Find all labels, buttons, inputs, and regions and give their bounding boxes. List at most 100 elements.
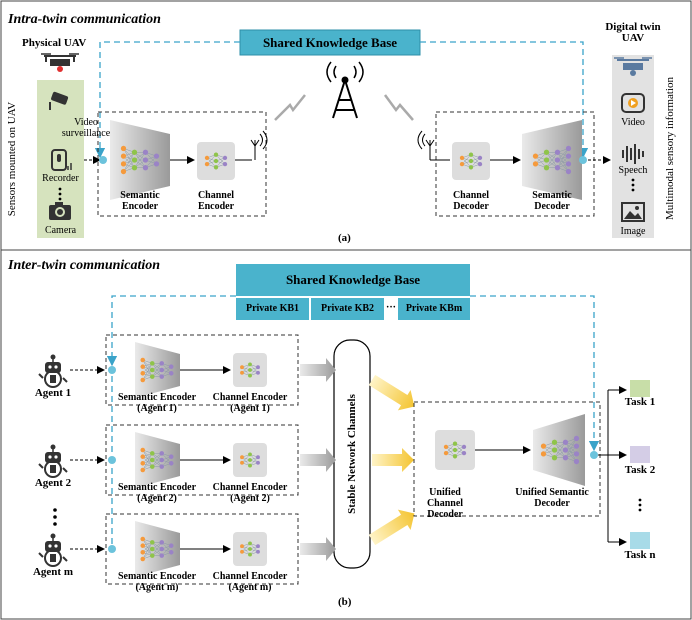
decoder-group-a: [435, 111, 595, 217]
agent-ellipsis-icon: [53, 508, 57, 526]
kb-merge-dot-right-b: [590, 451, 598, 459]
agent-semantic-encoder-net: [140, 357, 174, 383]
output-ellipsis-icon: [631, 178, 635, 192]
private-kb-1-label: Private KB1: [245, 303, 300, 314]
sensor-label-video: Video surveillance: [61, 117, 111, 139]
kb-link-right-b: [470, 295, 600, 452]
task-n-label: Task n: [624, 549, 656, 561]
task-2-label: Task 2: [624, 464, 656, 476]
output-label-image: Image: [620, 226, 646, 237]
agent-channel-encoder-net: [240, 541, 260, 557]
shared-kb-label-a: Shared Knowledge Base: [262, 35, 398, 50]
private-kb-1-box: [236, 298, 309, 320]
task-2-box: [630, 446, 650, 463]
agent-robot-icon: [38, 533, 68, 567]
kb-merge-dot-left-b: [108, 456, 116, 464]
sensor-ellipsis-icon: [58, 187, 62, 201]
agent-label-2: Agent 2: [34, 477, 72, 489]
private-kb-ellipsis: ···: [385, 302, 396, 313]
agent-channel-encoder-net: [240, 452, 260, 468]
encoder-group-a: [97, 111, 267, 217]
kb-merge-dot-left-a: [99, 156, 107, 164]
output-label-speech: Speech: [618, 165, 648, 176]
multimodal-label: Multimodal sensory information: [664, 77, 676, 220]
agent-semantic-encoder-net: [140, 447, 174, 473]
private-kb-m-box: [398, 298, 470, 320]
semantic-encoder-a-net: [120, 145, 160, 175]
agent-row-1: [38, 334, 299, 406]
kb-link-left-a: [94, 41, 240, 159]
sensor-label-camera: Camera: [44, 225, 77, 236]
agent-encoder-group: [105, 334, 299, 406]
agent-channel-encoder-label: Channel Encoder (Agent 2): [212, 482, 288, 504]
caption-b: (b): [338, 596, 352, 608]
agent-channel-encoder-net: [240, 362, 260, 378]
yellow-arrow-1: [368, 374, 415, 411]
physical-uav-icon: [41, 53, 79, 72]
sensor-label-recorder: Recorder: [42, 173, 79, 184]
gray-arrow-1: [300, 358, 336, 382]
sensors-mounted-label: Sensors mounted on UAV: [6, 101, 18, 217]
agent-encoder-group: [105, 424, 299, 496]
agent-channel-encoder-label: Channel Encoder (Agent m): [212, 571, 288, 593]
channel-encoder-a-net: [204, 152, 228, 170]
private-kb-2-label: Private KB2: [320, 303, 375, 314]
output-label-video: Video: [621, 117, 645, 128]
base-station-tower-icon: [326, 61, 364, 119]
semantic-encoder-label-a: Semantic Encoder: [120, 190, 160, 212]
agent-row-3: [38, 513, 299, 585]
video-output-icon: [621, 93, 645, 113]
part-b-title: Inter-twin communication: [8, 258, 161, 273]
agent-label-1: Agent 1: [34, 387, 72, 399]
agent-semantic-encoder-net: [140, 536, 174, 562]
wireless-link-left: [274, 94, 306, 121]
gray-arrow-2: [300, 448, 336, 472]
agent-robot-icon: [38, 444, 68, 478]
antenna-left-icon: [250, 130, 268, 160]
twin-panel: [612, 55, 654, 238]
kb-link-left-b: [106, 295, 236, 367]
digital-twin-uav-icon: [614, 57, 652, 76]
kb-merge-dot-right-a: [579, 156, 587, 164]
task-1-box: [630, 380, 650, 397]
task-fanout: [598, 386, 627, 546]
task-n-box: [630, 532, 650, 549]
agent-encoder-group: [105, 513, 299, 585]
antenna-right-icon: [417, 130, 435, 160]
agent-semantic-encoder-label: Semantic Encoder (Agent 1): [117, 392, 197, 414]
part-a-title: Intra-twin communication: [8, 12, 161, 27]
digital-twin-label: Digital twin UAV: [605, 21, 661, 44]
stable-network-channels-label: Stable Network Channels: [346, 394, 358, 514]
shared-kb-label-b: Shared Knowledge Base: [285, 272, 421, 287]
channel-encoder-label-a: Channel Encoder: [197, 190, 235, 212]
stable-network-channels-box: [333, 339, 371, 569]
channel-decoder-label-a: Channel Decoder: [452, 190, 490, 212]
task-ellipsis-icon: [638, 498, 642, 512]
channel-decoder-a-net: [459, 152, 483, 170]
kb-merge-dot-left-b: [108, 545, 116, 553]
video-surveillance-icon: [49, 91, 69, 110]
wireless-link-right: [383, 94, 414, 121]
agent-semantic-encoder-label: Semantic Encoder (Agent 2): [117, 482, 197, 504]
agent-row-2: [38, 424, 299, 496]
private-kb-m-label: Private KBm: [405, 303, 463, 314]
agent-robot-icon: [38, 354, 68, 388]
caption-a: (a): [338, 232, 351, 244]
unified-semantic-decoder-net: [540, 435, 580, 465]
agent-label-3: Agent m: [32, 566, 74, 578]
agent-semantic-encoder-label: Semantic Encoder (Agent m): [117, 571, 197, 593]
kb-merge-dot-left-b: [108, 366, 116, 374]
task-1-label: Task 1: [624, 396, 656, 408]
yellow-arrow-m: [368, 509, 415, 546]
yellow-arrow-2: [372, 448, 414, 472]
camera-icon: [49, 202, 71, 220]
kb-link-right-a: [420, 41, 589, 159]
private-kb-2-box: [311, 298, 384, 320]
gray-arrow-m: [300, 537, 336, 561]
unified-channel-decoder-net: [443, 441, 467, 459]
semantic-decoder-a-net: [532, 145, 572, 175]
shared-kb-box-b: [236, 264, 470, 296]
